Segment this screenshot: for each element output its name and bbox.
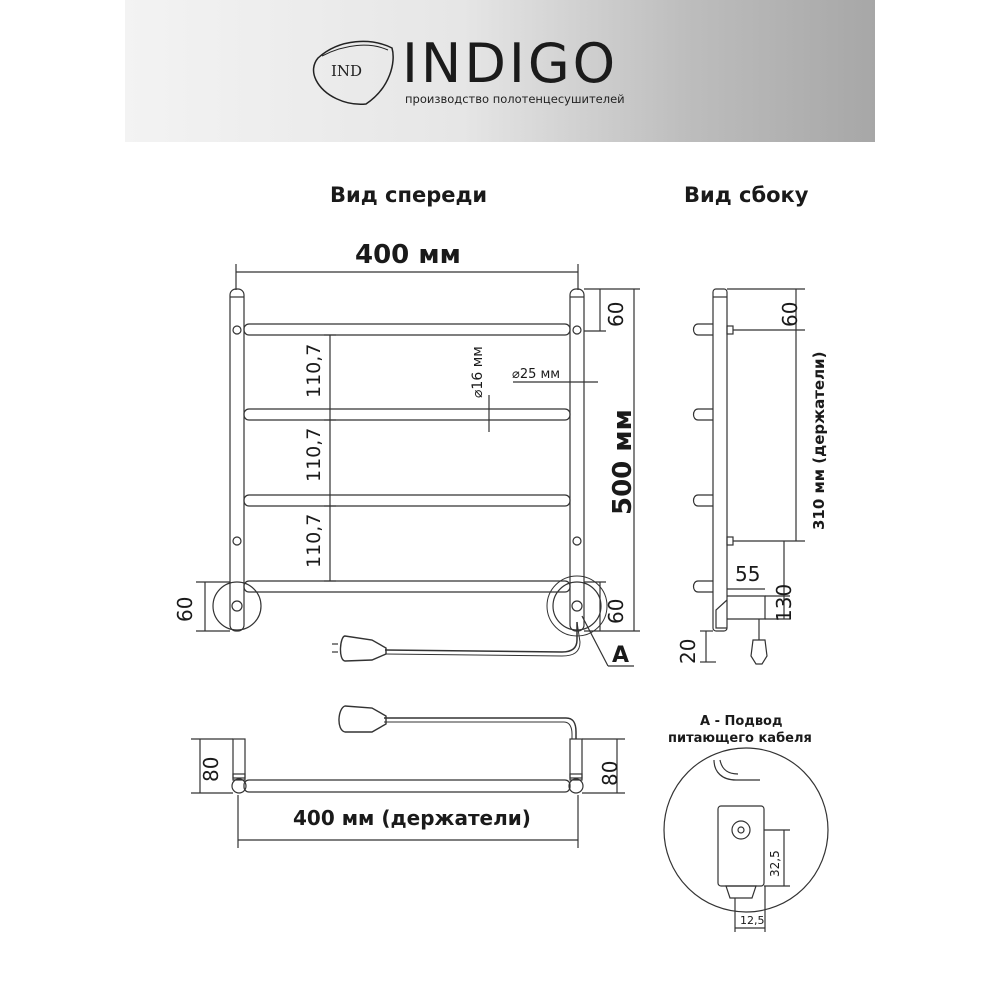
callout-a: А: [612, 643, 630, 668]
side-view: [692, 288, 805, 665]
side-pipe: [712, 288, 728, 632]
diameter-symbol: ⌀: [512, 367, 520, 382]
crossbar-4: [243, 580, 571, 593]
detail-a: [663, 747, 829, 932]
side-view-title: Вид сбоку: [684, 183, 809, 207]
spacing-3: 110,7: [303, 513, 325, 568]
crossbar-2: [243, 408, 571, 421]
logo-text: IND: [331, 62, 363, 80]
detail-title-1: А - Подвод: [700, 714, 783, 729]
detail-title-2: питающего кабеля: [668, 731, 812, 746]
side-depth: 55: [735, 562, 761, 586]
detail-circle: [663, 747, 829, 913]
spacing-1: 110,7: [303, 343, 325, 398]
front-view-title: Вид спереди: [330, 183, 488, 207]
side-bottom: 130: [772, 583, 796, 622]
side-top-offset: 60: [778, 301, 802, 327]
bar-diameter-value: 16 мм: [470, 346, 486, 390]
detail-height: 32,5: [768, 850, 782, 877]
brand-name: INDIGO: [402, 32, 619, 95]
spacing-2: 110,7: [303, 427, 325, 482]
pipe-diameter-value: 25 мм: [519, 367, 561, 382]
front-height-label: 500 мм: [608, 409, 638, 515]
top-holder-left: [232, 738, 246, 779]
top-right-depth: 80: [598, 760, 622, 786]
top-holder-right: [569, 738, 583, 779]
top-bar: [243, 779, 571, 793]
crossbar-3: [243, 494, 571, 507]
detail-width: 12,5: [740, 914, 765, 927]
plug-front: [332, 635, 387, 662]
left-flange: [212, 581, 262, 631]
diameter-symbol: ⌀: [470, 389, 486, 398]
brand-header: [125, 0, 875, 142]
bar-diameter: ⌀16 мм: [470, 346, 486, 398]
side-cable: 20: [676, 638, 700, 664]
top-left-depth: 80: [199, 756, 223, 782]
top-holders: 400 мм (держатели): [293, 806, 531, 830]
front-top-offset: 60: [604, 301, 628, 327]
side-holders: 310 мм (держатели): [810, 351, 828, 530]
left-pipe: [229, 288, 245, 632]
pipe-diameter: ⌀25 мм: [512, 367, 560, 382]
brand-tagline: производство полотенцесушителей: [405, 92, 625, 106]
plug-top: [338, 705, 387, 733]
front-view: [196, 264, 640, 667]
front-bottom-offset-left: 60: [173, 596, 197, 622]
front-bottom-offset-right: 60: [604, 598, 628, 624]
top-view: [191, 705, 625, 848]
front-width-label: 400 мм: [355, 240, 461, 270]
right-pipe: [569, 288, 585, 632]
logo-mark: [312, 40, 394, 105]
crossbar-1: [243, 323, 571, 336]
